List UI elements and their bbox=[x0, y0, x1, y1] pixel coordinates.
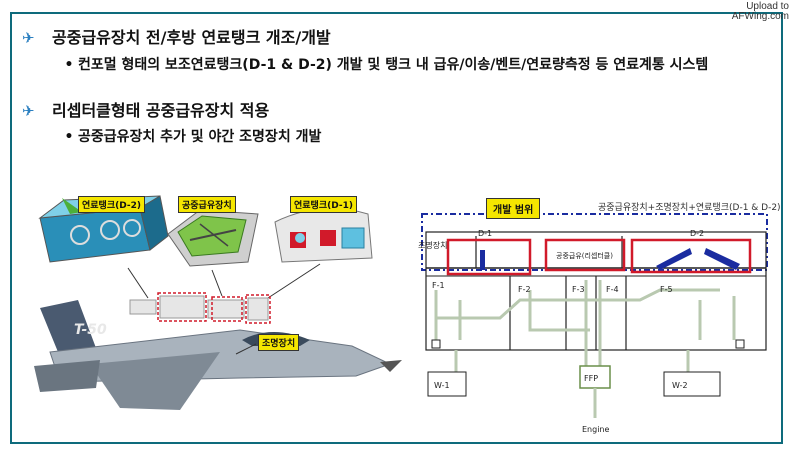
label-ffp: FFP bbox=[584, 374, 598, 383]
label-w2: W-2 bbox=[672, 381, 688, 390]
label-f4: F-4 bbox=[606, 285, 619, 294]
dot-icon: • bbox=[64, 57, 74, 73]
bullet-2-sub: •공중급유장치 추가 및 야간 조명장치 개발 bbox=[60, 126, 322, 146]
slide-frame bbox=[10, 12, 783, 444]
w2-tank bbox=[663, 371, 721, 397]
label-engine: Engine bbox=[582, 425, 609, 434]
label-f5: F-5 bbox=[660, 285, 673, 294]
bullet-1-text: 공중급유장치 전/후방 연료탱크 개조/개발 bbox=[52, 28, 331, 47]
lighting-pointer bbox=[235, 343, 257, 355]
airplane-icon: ✈ bbox=[22, 29, 35, 47]
tail-number: T-50 bbox=[74, 322, 107, 338]
refuel-box bbox=[544, 238, 626, 272]
label-d1: D-1 bbox=[478, 229, 492, 238]
label-f2: F-2 bbox=[518, 285, 531, 294]
refuel-unit-illustration bbox=[167, 209, 259, 267]
watermark-line2: AFWing.com bbox=[731, 11, 789, 22]
bullet-1-sub: •컨포멀 형태의 보조연료탱크(D-1 & D-2) 개발 및 탱크 내 급유/… bbox=[60, 54, 709, 74]
label-w1: W-1 bbox=[434, 381, 450, 390]
tag-tank-d1: 연료탱크(D-1) bbox=[290, 196, 357, 213]
exploded-arrows bbox=[127, 263, 321, 299]
label-f3: F-3 bbox=[572, 285, 585, 294]
tag-refuel-unit: 공중급유장치 bbox=[178, 196, 236, 213]
tank-d1-illustration bbox=[274, 208, 373, 263]
dot-icon: • bbox=[64, 129, 74, 145]
airplane-icon: ✈ bbox=[22, 102, 35, 120]
bullet-2-sub-text: 공중급유장치 추가 및 야간 조명장치 개발 bbox=[78, 129, 322, 145]
bulkheads bbox=[475, 236, 627, 350]
bullet-2: ✈ 리셉터클형태 공중급유장치 적용 bbox=[22, 97, 269, 121]
tag-lighting: 조명장치 bbox=[258, 334, 300, 351]
w1-tank bbox=[427, 371, 467, 397]
tag-tank-d2: 연료탱크(D-2) bbox=[78, 196, 145, 213]
center-unit-label: 공중급유(리셉터클) bbox=[556, 251, 613, 260]
exploded-fuselage bbox=[129, 292, 271, 324]
scope-boundary bbox=[421, 213, 768, 271]
fuel-lines bbox=[434, 280, 736, 372]
watermark-line1: Upload to bbox=[746, 1, 789, 12]
scope-box-label: 개발 범위 bbox=[486, 198, 541, 219]
d2-tank-box bbox=[630, 238, 752, 274]
bullet-1: ✈ 공중급유장치 전/후방 연료탱크 개조/개발 bbox=[22, 24, 331, 48]
d1-tank-box bbox=[446, 238, 532, 276]
bullet-1-sub-text: 컨포멀 형태의 보조연료탱크(D-1 & D-2) 개발 및 탱크 내 급유/이… bbox=[78, 57, 709, 73]
lighting-label: 조명장치 bbox=[418, 240, 447, 250]
watermark: Upload to AFWing.com bbox=[732, 2, 789, 22]
scope-description: 공중급유장치+조명장치+연료탱크(D-1 & D-2) bbox=[598, 201, 781, 213]
bullet-2-text: 리셉터클형태 공중급유장치 적용 bbox=[52, 101, 270, 120]
label-d2: D-2 bbox=[690, 229, 704, 238]
label-f1: F-1 bbox=[432, 281, 445, 290]
